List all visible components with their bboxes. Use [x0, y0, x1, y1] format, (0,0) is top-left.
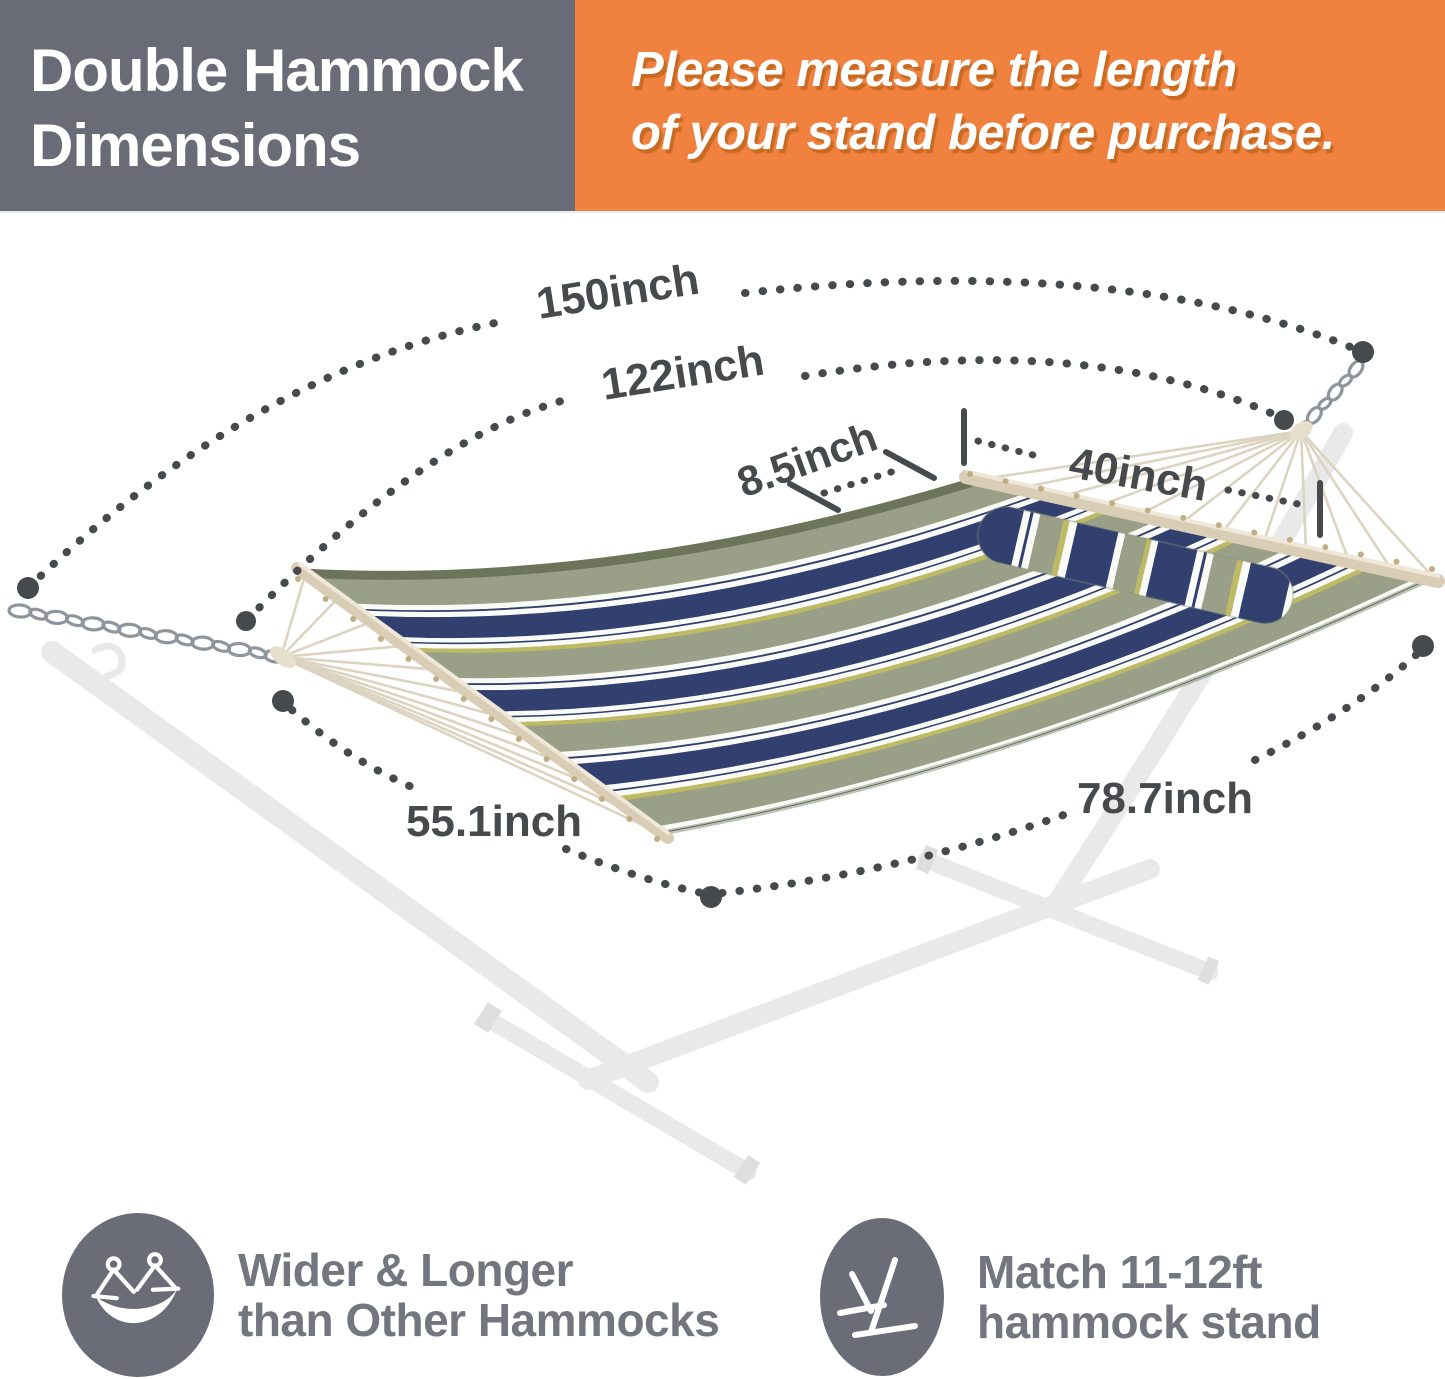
notice-banner: Please measure the length of your stand … [575, 0, 1445, 211]
dim-bed-width-label: 55.1inch [406, 797, 582, 846]
measure-tick [883, 449, 937, 481]
fabric-far-hem [298, 478, 975, 580]
dotted-arc [801, 356, 1284, 421]
dim-bed-with-bars-label: 122inch [598, 336, 768, 410]
feature-wider-text: Wider & Longer than Other Hammocks [238, 1244, 720, 1346]
hammock-stand-icon [837, 1257, 918, 1338]
right-spreader-bar [959, 470, 1445, 588]
left-chain [7, 603, 289, 664]
hammock-pillow [972, 501, 1299, 630]
dim-pillow: 8.5inch [731, 413, 937, 513]
feature-stand-text: Match 11-12ft hammock stand [977, 1247, 1321, 1347]
double-hammock-icon [91, 1252, 181, 1324]
header-divider [0, 211, 1445, 213]
notice-text: Please measure the length of your stand … [575, 0, 1445, 165]
left-spreader-bar [291, 562, 674, 844]
stand-left-leg [41, 641, 659, 1093]
rope-fans [269, 421, 1433, 837]
dim-bed-length: 78.7inch [718, 635, 1434, 897]
notice-line1: Please measure the length [631, 43, 1237, 97]
feature-wider: Wider & Longer than Other Hammocks [62, 1213, 720, 1377]
notice-line2: of your stand before purchase. [631, 106, 1335, 160]
stand-left-foot [479, 1010, 757, 1181]
end-dot [272, 690, 294, 712]
feature-stand-badge [820, 1218, 944, 1376]
end-dot [1274, 410, 1294, 430]
dotted-line [1224, 486, 1312, 510]
end-dot [17, 577, 39, 599]
stand-hook-ghost [91, 642, 126, 680]
end-dot [1412, 635, 1434, 657]
page-title-line1: Double Hammock [30, 37, 524, 104]
fabric-near-hem [661, 575, 1434, 836]
end-dot [700, 886, 722, 908]
feature-wider-badge [62, 1213, 214, 1377]
title-banner: Double Hammock Dimensions [0, 0, 575, 211]
feature-stand-line2: hammock stand [977, 1296, 1321, 1348]
measure-tick [787, 481, 841, 513]
spreader-bars [291, 470, 1445, 844]
stand-right-foot [917, 851, 1219, 981]
rope-knots [295, 471, 1435, 842]
feature-stand: Match 11-12ft hammock stand [820, 1218, 1321, 1376]
dim-bed-length-label: 78.7inch [1077, 774, 1253, 823]
dotted-arc [288, 706, 428, 796]
page-title: Double Hammock Dimensions [0, 0, 575, 183]
dim-bed-width: 55.1inch [272, 690, 722, 908]
dotted-arc [1251, 651, 1420, 764]
dim-total-length-label: 150inch [533, 255, 703, 329]
dotted-line [974, 437, 1045, 461]
dotted-arc [718, 808, 1076, 897]
dotted-arc [24, 318, 504, 592]
page-title-line2: Dimensions [30, 112, 361, 179]
dotted-arc [562, 845, 706, 897]
feature-wider-line2: than Other Hammocks [238, 1294, 720, 1346]
end-dot [1352, 341, 1374, 363]
feature-wider-line1: Wider & Longer [238, 1244, 574, 1296]
end-dot [236, 611, 256, 631]
hammock-stand-ghost [41, 423, 1353, 1185]
feature-stand-line1: Match 11-12ft [977, 1246, 1262, 1298]
dotted-line [820, 464, 908, 497]
dotted-arc [741, 276, 1362, 354]
dotted-arc [243, 396, 569, 624]
